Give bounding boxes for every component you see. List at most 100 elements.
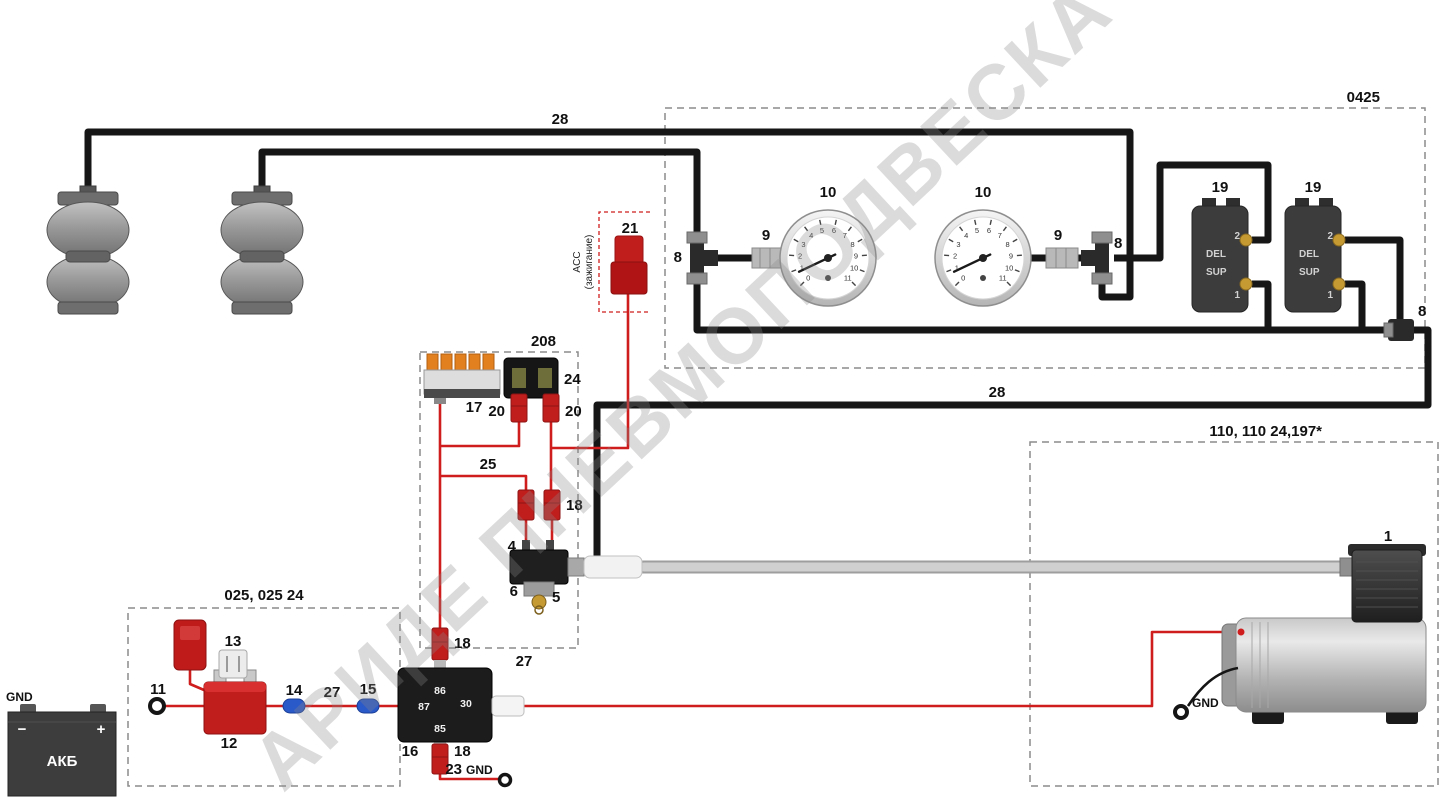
manifold-callout: 6 (510, 583, 518, 600)
valve-left-callout: 19 (1212, 179, 1229, 196)
fuse-callout: 13 (225, 633, 242, 650)
tee-fitting-left (686, 231, 718, 285)
solenoid-box-label: 025, 025 24 (224, 587, 304, 604)
svg-text:7: 7 (998, 231, 1002, 240)
compressor-callout: 1 (1384, 528, 1392, 545)
circuit-breaker (173, 619, 207, 671)
mini-fuse (218, 649, 248, 679)
gauges-box-label: 0425 (1347, 89, 1380, 106)
ring-terminal-callout: 11 (150, 681, 166, 698)
bullet-connector-14 (282, 698, 306, 714)
svg-text:4: 4 (964, 231, 968, 240)
svg-text:11: 11 (844, 273, 852, 282)
svg-text:9: 9 (1009, 252, 1013, 261)
svg-text:4: 4 (809, 231, 813, 240)
spade-right-callout: 20 (565, 403, 582, 420)
gauge-fitting-right (1045, 247, 1079, 269)
relay-connector-bottom-callout: 18 (454, 743, 471, 760)
svg-text:2: 2 (798, 252, 802, 261)
svg-text:8: 8 (851, 240, 855, 249)
wire27-callout: 27 (324, 684, 341, 701)
compressor-box-label: 110, 110 24,197* (1209, 423, 1322, 440)
relay-gnd-label: GND (466, 763, 493, 777)
compressor (1173, 544, 1427, 724)
wire25-callout: 25 (480, 456, 497, 473)
fuse-holder (503, 357, 559, 399)
svg-text:1: 1 (955, 263, 959, 272)
acc-label: ACC (572, 251, 583, 272)
wire-spade-left (440, 422, 521, 448)
air-line-valve2-top (1345, 236, 1404, 324)
tee-fitting-right (1081, 231, 1113, 285)
gauge-left-callout: 10 (820, 184, 837, 201)
air-line-top-label: 28 (552, 111, 569, 128)
svg-text:3: 3 (956, 240, 960, 249)
ring-terminal-11 (148, 697, 166, 715)
svg-text:6: 6 (987, 226, 991, 235)
spade-connector-left (510, 393, 528, 423)
pressure-switch-callout: 4 (508, 538, 517, 555)
valve-sup-label: SUP (1206, 267, 1227, 278)
outlet-callout: 8 (1418, 303, 1426, 320)
valve-sup-label: SUP (1299, 267, 1320, 278)
svg-text:10: 10 (1005, 263, 1013, 272)
air-line-supply (593, 326, 1432, 560)
solenoid-callout: 12 (221, 735, 238, 752)
valve-port-fitting (1239, 277, 1253, 291)
air-line-valve2-bottom (1345, 280, 1366, 330)
svg-text:11: 11 (999, 273, 1007, 282)
svg-text:8: 8 (1006, 240, 1010, 249)
switch-terminal (522, 540, 530, 552)
svg-text:2: 2 (953, 252, 957, 261)
drain-ring (534, 605, 544, 615)
valve-port2-label: 2 (1234, 231, 1240, 242)
svg-text:0: 0 (961, 273, 965, 282)
battery-minus: − (18, 721, 27, 738)
battery: − + АКБ (7, 704, 117, 797)
svg-text:9: 9 (854, 252, 858, 261)
air-lines (84, 128, 1432, 560)
hose-fitting (583, 555, 643, 579)
tee-right-callout: 8 (1114, 235, 1122, 252)
relay-pin-87: 87 (418, 701, 430, 713)
switch-connector-right (543, 489, 561, 521)
fitting9-left-callout: 9 (762, 227, 770, 244)
fitting9-right-callout: 9 (1054, 227, 1062, 244)
compressor-ground-wire (1186, 666, 1239, 707)
relay-output-connector (491, 695, 525, 717)
wire-25 (440, 474, 528, 492)
valve-del-label: DEL (1299, 249, 1319, 260)
svg-text:1: 1 (800, 263, 804, 272)
svg-text:6: 6 (832, 226, 836, 235)
ground-ring-23 (497, 772, 513, 788)
relay-pin-86: 86 (434, 685, 446, 697)
air-line-valve1-bottom (1252, 280, 1272, 330)
wire27-bottom-callout: 27 (516, 653, 533, 670)
switch-terminal (546, 540, 554, 552)
valve-del-label: DEL (1206, 249, 1226, 260)
control-valve-right: 2 DEL SUP 1 (1284, 198, 1346, 313)
svg-text:5: 5 (975, 226, 979, 235)
tee-left-callout: 8 (674, 249, 682, 266)
spade-left-callout: 20 (488, 403, 505, 420)
ignition-label: (зажигание) (584, 235, 595, 290)
battery-gnd-label: GND (6, 690, 33, 704)
hose-hex-nut (567, 557, 585, 577)
compressor-head (1351, 549, 1423, 623)
terminal-block-callout: 17 (466, 399, 483, 416)
drain-callout: 5 (552, 589, 560, 606)
bullet-connector-15 (356, 698, 380, 714)
air-line-manifold (693, 274, 1398, 334)
relay-callout: 16 (402, 743, 419, 760)
switch-connector-left (517, 489, 535, 521)
air-spring-right (220, 185, 304, 315)
fuse-box-label: 208 (531, 333, 556, 350)
svg-text:0: 0 (806, 273, 810, 282)
ignition-connector: ACC (зажигание) (572, 211, 650, 313)
drain-valve (531, 594, 547, 610)
air-line-second (258, 148, 701, 240)
terminal-block (423, 353, 501, 404)
outlet-fitting (1383, 319, 1414, 341)
